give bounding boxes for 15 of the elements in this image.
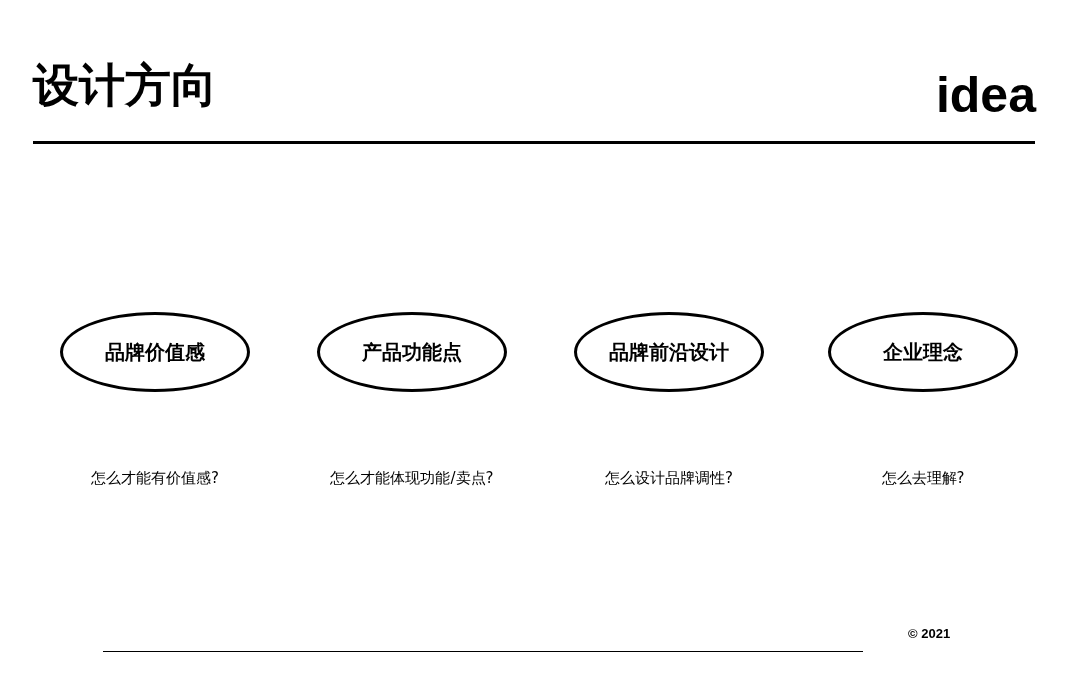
oval-node xyxy=(828,312,1018,392)
question-text: 怎么才能体现功能/卖点? xyxy=(329,468,495,489)
question-text: 怎么才能有价值感? xyxy=(90,468,220,489)
oval-node xyxy=(317,312,507,392)
node-label: 产品功能点 xyxy=(362,339,462,366)
question-text: 怎么去理解? xyxy=(880,468,966,489)
copyright-text: © 2021 xyxy=(908,625,951,643)
node-label: 企业理念 xyxy=(883,339,963,366)
title: 设计方向 xyxy=(33,62,217,108)
oval-node xyxy=(60,312,250,392)
oval-node xyxy=(574,312,764,392)
heading-word: idea xyxy=(935,70,1036,120)
question-text: 怎么设计品牌调性? xyxy=(604,468,734,489)
node-label: 品牌前沿设计 xyxy=(609,339,729,366)
node-label: 品牌价值感 xyxy=(105,339,205,366)
